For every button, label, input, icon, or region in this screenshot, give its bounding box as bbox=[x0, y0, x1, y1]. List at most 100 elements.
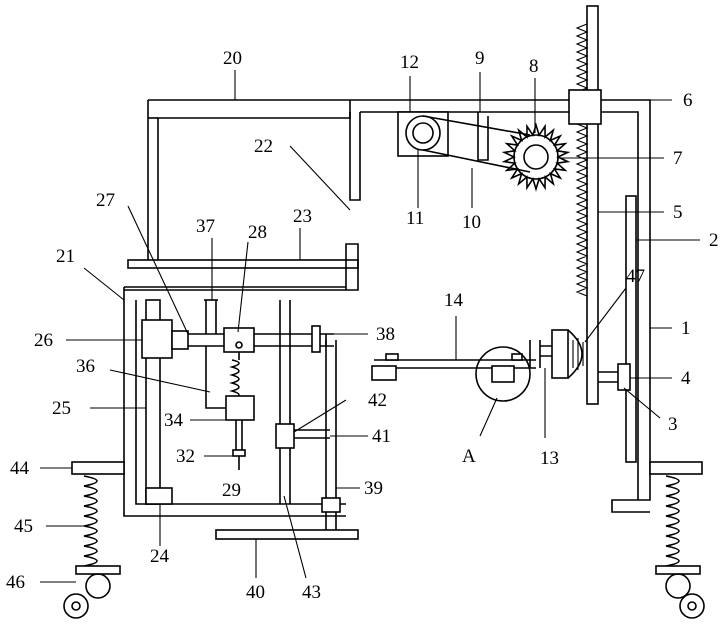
slider-block bbox=[569, 90, 601, 124]
leader-42 bbox=[294, 400, 346, 432]
label-32: 32 bbox=[176, 446, 195, 467]
stop-block bbox=[618, 364, 630, 390]
left-foot bbox=[64, 462, 124, 618]
left-box bbox=[124, 287, 358, 539]
label-36: 36 bbox=[76, 356, 95, 377]
label-7: 7 bbox=[673, 148, 683, 169]
label-11: 11 bbox=[406, 208, 424, 229]
clamp-right-top bbox=[512, 354, 522, 360]
clamp-left-top bbox=[386, 354, 398, 360]
label-26: 26 bbox=[34, 330, 53, 351]
label-46: 46 bbox=[6, 572, 25, 593]
base-block-24 bbox=[146, 488, 172, 504]
label-21: 21 bbox=[56, 246, 75, 267]
foot-plate-right bbox=[650, 462, 702, 474]
slider-42 bbox=[276, 424, 294, 448]
wheel-46 bbox=[64, 594, 88, 618]
rod-41 bbox=[294, 430, 330, 438]
label-28: 28 bbox=[248, 222, 267, 243]
rack-teeth bbox=[577, 24, 587, 296]
rack-rod bbox=[587, 6, 598, 404]
label-34: 34 bbox=[164, 410, 184, 431]
wheel-mount-right bbox=[656, 566, 700, 574]
label-12: 12 bbox=[400, 52, 419, 73]
block-34 bbox=[226, 396, 254, 420]
spring-45 bbox=[84, 476, 97, 566]
labels: 20 12 9 8 6 7 5 2 1 4 3 47 13 14 A 10 11… bbox=[6, 48, 719, 603]
label-24: 24 bbox=[150, 546, 170, 567]
label-8: 8 bbox=[529, 56, 539, 77]
label-44: 44 bbox=[10, 458, 30, 479]
gear-bracket bbox=[478, 112, 488, 160]
label-9: 9 bbox=[475, 48, 485, 69]
label-4: 4 bbox=[681, 368, 691, 389]
nut-38-link bbox=[320, 334, 334, 346]
frame-hook bbox=[350, 100, 360, 200]
label-2: 2 bbox=[709, 230, 719, 251]
leader-lines bbox=[40, 70, 700, 582]
label-27: 27 bbox=[96, 190, 115, 211]
tip-32 bbox=[233, 450, 245, 456]
label-47: 47 bbox=[626, 266, 645, 287]
brush-47 bbox=[568, 330, 582, 378]
foot-plate-44 bbox=[72, 462, 124, 474]
shelf-plate bbox=[128, 260, 358, 268]
wheel-right bbox=[680, 594, 704, 618]
label-A: A bbox=[462, 446, 476, 467]
leader-21 bbox=[84, 268, 124, 300]
label-45: 45 bbox=[14, 516, 33, 537]
label-5: 5 bbox=[673, 202, 683, 223]
label-39: 39 bbox=[364, 478, 383, 499]
label-14: 14 bbox=[444, 290, 464, 311]
label-42: 42 bbox=[368, 390, 387, 411]
gear-body bbox=[514, 135, 558, 179]
slider-26 bbox=[142, 320, 172, 358]
label-38: 38 bbox=[376, 324, 395, 345]
label-43: 43 bbox=[302, 582, 321, 603]
label-25: 25 bbox=[52, 398, 71, 419]
leader-A bbox=[480, 398, 497, 436]
clamp-left bbox=[372, 366, 396, 380]
belt-drive bbox=[398, 112, 568, 189]
top-frame-outer bbox=[350, 100, 650, 512]
post-39-joint bbox=[322, 498, 340, 512]
nut-38 bbox=[312, 326, 320, 352]
arm-assembly bbox=[372, 330, 583, 401]
label-37: 37 bbox=[196, 216, 215, 237]
spring-36 bbox=[232, 360, 239, 398]
wheel-right-axle bbox=[688, 602, 696, 610]
post-37 bbox=[206, 300, 216, 334]
label-40: 40 bbox=[246, 582, 265, 603]
bracket-36 bbox=[206, 346, 226, 408]
label-23: 23 bbox=[293, 206, 312, 227]
right-foot bbox=[650, 462, 704, 618]
label-41: 41 bbox=[372, 426, 391, 447]
side-plate bbox=[626, 196, 636, 462]
brush-base bbox=[552, 330, 568, 378]
label-20: 20 bbox=[223, 48, 242, 69]
label-6: 6 bbox=[683, 90, 693, 111]
label-29: 29 bbox=[222, 480, 241, 501]
post-13 bbox=[530, 340, 540, 368]
upper-left-frame bbox=[128, 100, 358, 290]
rod-29 bbox=[236, 420, 242, 452]
clamp-right bbox=[492, 366, 514, 382]
main-frame bbox=[350, 6, 650, 512]
gear-hub bbox=[524, 145, 548, 169]
label-22: 22 bbox=[254, 136, 273, 157]
base-plate-40 bbox=[216, 530, 358, 539]
rail-43 bbox=[280, 300, 290, 504]
wheel-mount-left bbox=[76, 566, 120, 574]
spring-right bbox=[666, 476, 679, 566]
wheel-right-hub bbox=[666, 574, 690, 598]
label-3: 3 bbox=[668, 414, 678, 435]
leader-22 bbox=[290, 146, 350, 210]
label-1: 1 bbox=[681, 318, 691, 339]
rod-clamp bbox=[172, 331, 188, 349]
stop-rod bbox=[598, 372, 618, 382]
wheel-46-hub bbox=[86, 574, 110, 598]
label-13: 13 bbox=[540, 448, 559, 469]
label-10: 10 bbox=[462, 212, 481, 233]
